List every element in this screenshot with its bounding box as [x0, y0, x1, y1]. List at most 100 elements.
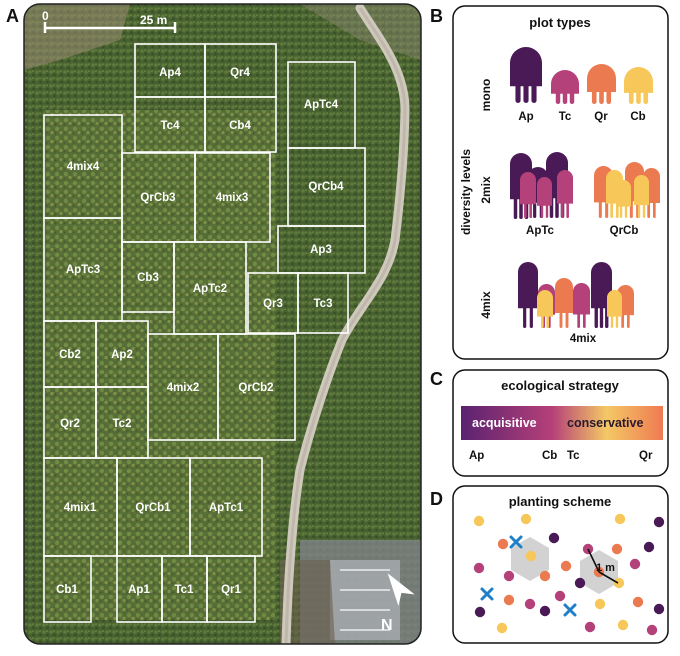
- tree-point-cb: [520, 513, 532, 525]
- plot-label-4mix1: 4mix1: [64, 502, 97, 514]
- panel-letter-b: B: [430, 6, 443, 26]
- plot-label-QrCb4: QrCb4: [308, 181, 344, 193]
- panel-letter-d: D: [430, 489, 443, 509]
- north-label: N: [381, 617, 393, 634]
- tree-icon-ap: [518, 262, 538, 328]
- plot-label-Cb3: Cb3: [137, 272, 159, 284]
- tick-label-ap: Ap: [469, 450, 484, 462]
- tree-point-cb: [613, 577, 625, 589]
- tree-point-qr: [560, 560, 572, 572]
- tree-icon-tc: [520, 172, 536, 218]
- tree-point-cb: [496, 622, 508, 634]
- plot-Tc3: Tc3: [297, 272, 349, 334]
- tree-point-ap: [653, 516, 665, 528]
- tree-icon-qr: [587, 64, 616, 104]
- plot-label-QrCb3: QrCb3: [140, 192, 175, 204]
- photo-frame: [23, 3, 422, 645]
- plot-label-QrCb1: QrCb1: [135, 502, 171, 514]
- tree-point-cb: [617, 619, 629, 631]
- plot-label-Tc4: Tc4: [161, 120, 181, 132]
- panel-b-title: plot types: [529, 15, 590, 30]
- plot-label-Qr3: Qr3: [263, 298, 283, 310]
- level-mono-label: mono: [479, 79, 493, 112]
- mix-aptc-label: ApTc: [526, 225, 555, 237]
- tree-icon-cb: [624, 67, 653, 104]
- tree-icon-tc: [551, 70, 579, 104]
- tick-label-qr: Qr: [639, 450, 653, 462]
- plot-Cb1: Cb1: [43, 555, 92, 623]
- cross-marker-icon: [563, 603, 577, 617]
- level-2mix-label: 2mix: [479, 176, 493, 204]
- mono-cb-label: Cb: [630, 111, 645, 123]
- plot-label-Tc2: Tc2: [113, 418, 132, 430]
- tree-point-tc: [473, 562, 485, 574]
- plot-Qr1: Qr1: [206, 555, 256, 623]
- tree-icon-ap: [510, 47, 542, 103]
- tree-icon-cb: [634, 175, 649, 218]
- tree-point-qr: [611, 543, 623, 555]
- tree-icon-cb: [537, 290, 553, 328]
- aerial-photo: [24, 4, 421, 644]
- plot-label-Tc1: Tc1: [175, 584, 195, 596]
- diversity-levels-label: diversity levels: [459, 149, 473, 235]
- plant-type-icons: [510, 47, 660, 328]
- scale-bar-end: 25 m: [140, 13, 167, 27]
- tree-point-cb: [525, 550, 537, 562]
- plot-label-Ap4: Ap4: [159, 67, 181, 79]
- tree-point-cb: [614, 513, 626, 525]
- panel-d-title: planting scheme: [509, 494, 612, 509]
- tick-label-tc: Tc: [567, 450, 580, 462]
- panel-letter-a: A: [6, 6, 19, 26]
- tree-point-tc: [584, 621, 596, 633]
- plot-label-ApTc2: ApTc2: [193, 283, 227, 295]
- tree-point-cb: [473, 515, 485, 527]
- plot-label-Cb2: Cb2: [59, 349, 81, 361]
- tree-point-cb: [594, 598, 606, 610]
- strategy-gradient-bar: [461, 406, 663, 440]
- tree-point-qr: [539, 570, 551, 582]
- plot-Cb4: Cb4: [204, 96, 277, 153]
- tree-point-ap: [539, 605, 551, 617]
- cross-marker-icon: [480, 587, 494, 601]
- mono-tc-label: Tc: [559, 111, 572, 123]
- plot-label-QrCb2: QrCb2: [238, 382, 273, 394]
- plot-label-Qr2: Qr2: [60, 418, 80, 430]
- tree-point-qr: [632, 596, 644, 608]
- tree-point-tc: [646, 624, 658, 636]
- cross-markers: [480, 535, 577, 617]
- plot-label-Ap2: Ap2: [111, 349, 133, 361]
- tree-point-qr: [497, 538, 509, 550]
- tick-label-cb: Cb: [542, 450, 557, 462]
- conservative-label: conservative: [567, 416, 643, 430]
- tree-point-tc: [524, 598, 536, 610]
- tree-point-ap: [574, 577, 586, 589]
- tree-point-ap: [548, 532, 560, 544]
- plot-label-Tc3: Tc3: [314, 298, 333, 310]
- cross-marker-icon: [509, 535, 523, 549]
- tree-icon-tc: [573, 283, 590, 328]
- tree-point-tc: [629, 558, 641, 570]
- north-arrow-icon: N: [381, 573, 415, 634]
- tree-point-ap: [474, 606, 486, 618]
- tree-point-tc: [503, 570, 515, 582]
- distance-label: 1 m: [596, 562, 615, 574]
- tree-icon-qr: [555, 278, 573, 328]
- mono-ap-label: Ap: [518, 111, 533, 123]
- tree-point-qr: [503, 594, 515, 606]
- plot-label-4mix2: 4mix2: [167, 382, 200, 394]
- plot-label-Qr4: Qr4: [230, 67, 250, 79]
- plot-label-ApTc3: ApTc3: [66, 264, 100, 276]
- tree-point-tc: [554, 590, 566, 602]
- plot-QrCb2: QrCb2: [217, 333, 296, 441]
- plot-label-Qr1: Qr1: [221, 584, 241, 596]
- tree-icon-cb: [616, 180, 631, 218]
- plot-label-Cb1: Cb1: [56, 584, 78, 596]
- distance-indicator: [587, 548, 619, 584]
- panel-c-title: ecological strategy: [501, 378, 620, 393]
- plot-label-4mix4: 4mix4: [67, 161, 100, 173]
- tree-icon-cb: [607, 290, 622, 328]
- panel-letter-c: C: [430, 369, 443, 389]
- tree-icon-tc: [537, 177, 552, 218]
- plot-label-ApTc1: ApTc1: [209, 502, 244, 514]
- tree-point-ap: [643, 541, 655, 553]
